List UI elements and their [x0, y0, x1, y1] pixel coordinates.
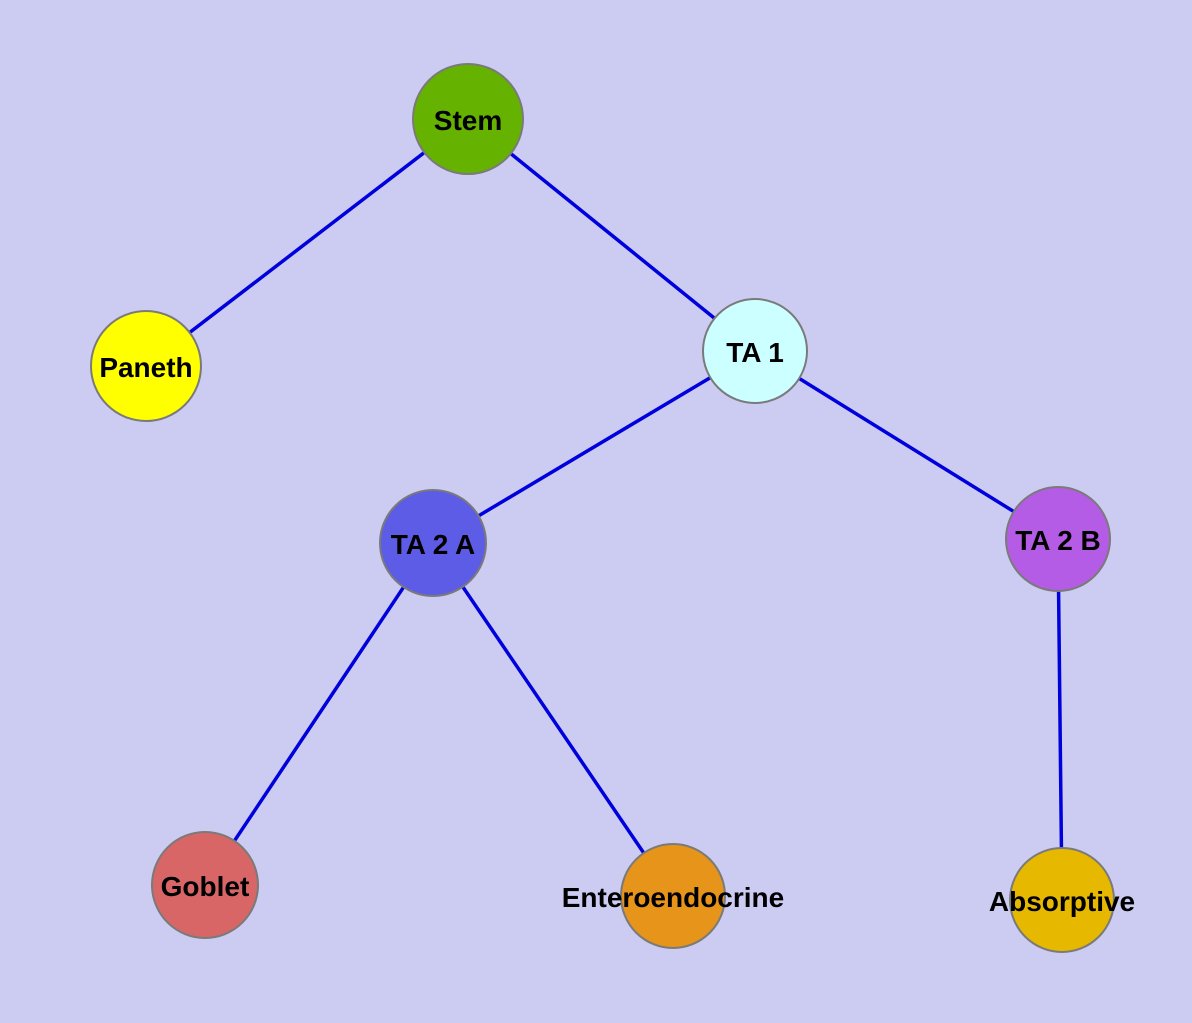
- node-ta1[interactable]: [702, 298, 808, 404]
- edge-stem-paneth: [144, 117, 470, 368]
- node-enteroendocrine[interactable]: [620, 843, 726, 949]
- node-ta2a[interactable]: [379, 489, 487, 597]
- node-absorptive[interactable]: [1009, 847, 1115, 953]
- edge-ta1-ta2b: [754, 349, 1059, 541]
- node-paneth[interactable]: [90, 310, 202, 422]
- edge-ta1-ta2a: [432, 349, 756, 545]
- edge-ta2a-goblet: [203, 542, 435, 886]
- node-goblet[interactable]: [151, 831, 259, 939]
- node-ta2b[interactable]: [1005, 486, 1111, 592]
- node-stem[interactable]: [412, 63, 524, 175]
- edge-stem-ta1: [466, 117, 757, 353]
- edge-ta2a-enteroendocrine: [431, 542, 675, 897]
- edge-ta2b-absorptive: [1056, 538, 1064, 901]
